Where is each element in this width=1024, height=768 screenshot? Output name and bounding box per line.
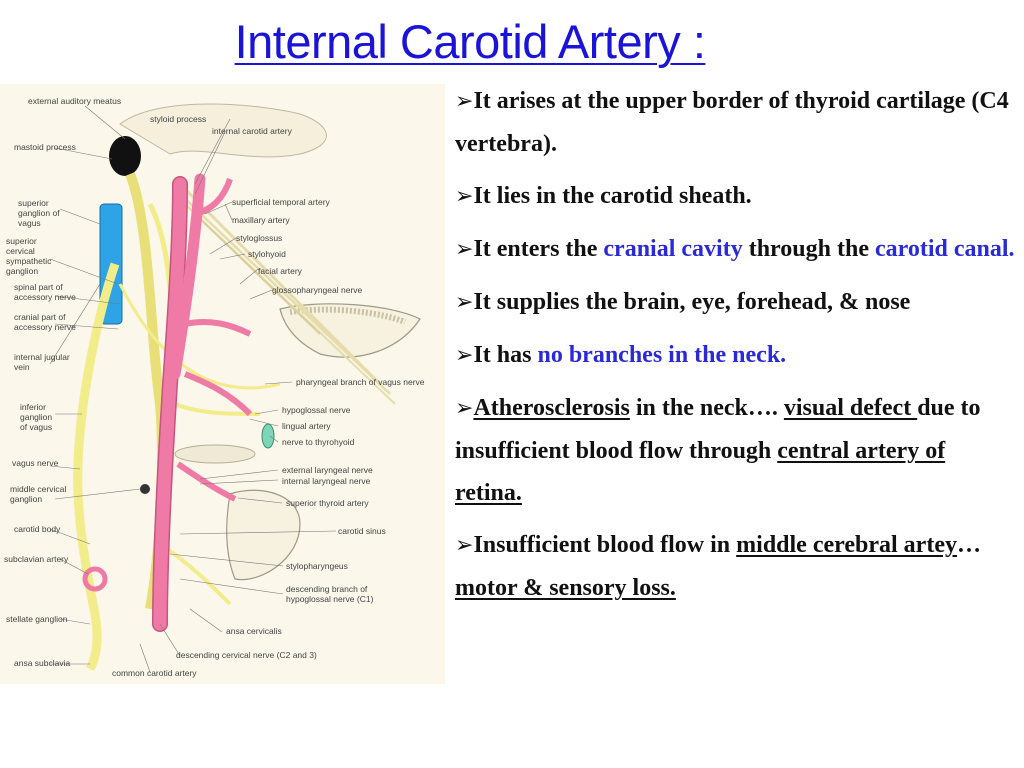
anatomy-illustration: external auditory meatus styloid process… bbox=[4, 96, 425, 678]
bullet-text: It lies in the carotid sheath. bbox=[473, 183, 752, 209]
middle-cervical-ganglion-shape bbox=[140, 484, 150, 494]
label-internal-jugular-1: internal jugular bbox=[14, 352, 70, 362]
label-external-laryngeal: external laryngeal nerve bbox=[282, 465, 373, 475]
label-hypoglossal-nerve: hypoglossal nerve bbox=[282, 405, 351, 415]
label-inferior-ganglion-3: of vagus bbox=[20, 422, 52, 432]
label-descending-hypoglossal-2: hypoglossal nerve (C1) bbox=[286, 594, 374, 604]
highlight-no-branches: no branches in the neck. bbox=[537, 342, 787, 368]
bullet-text: … bbox=[956, 532, 981, 558]
label-glossopharyngeal-nerve: glossopharyngeal nerve bbox=[272, 285, 363, 295]
label-superior-ganglion-3: vagus bbox=[18, 218, 41, 228]
label-descending-cervical: descending cervical nerve (C2 and 3) bbox=[176, 650, 317, 660]
label-facial-artery: facial artery bbox=[258, 266, 303, 276]
label-spinal-accessory-1: spinal part of bbox=[14, 282, 63, 292]
bullet-text: It arises at the upper border of thyroid… bbox=[455, 88, 1009, 157]
label-superior-cervical-1: superior bbox=[6, 236, 37, 246]
vagus-nerve-shape bbox=[73, 262, 120, 672]
label-superior-cervical-4: ganglion bbox=[6, 266, 38, 276]
label-middle-cervical-1: middle cervical bbox=[10, 484, 66, 494]
common-carotid-artery-shape bbox=[153, 177, 187, 631]
internal-carotid-artery-shape bbox=[169, 173, 206, 380]
label-internal-jugular-2: vein bbox=[14, 362, 30, 372]
term-middle-cerebral-artery: middle cerebral artey bbox=[736, 532, 957, 558]
label-descending-hypoglossal-1: descending branch of bbox=[286, 584, 368, 594]
label-spinal-accessory-2: accessory nerve bbox=[14, 292, 76, 302]
label-superior-ganglion-2: ganglion of bbox=[18, 208, 60, 218]
label-stylopharyngeus: stylopharyngeus bbox=[286, 561, 348, 571]
bullet-carotid-sheath: ➢It lies in the carotid sheath. bbox=[455, 175, 1015, 218]
label-superior-ganglion-1: superior bbox=[18, 198, 49, 208]
label-superficial-temporal-artery: superficial temporal artery bbox=[232, 197, 331, 207]
label-carotid-body: carotid body bbox=[14, 524, 61, 534]
label-stylohyoid: stylohyoid bbox=[248, 249, 286, 259]
label-ansa-subclavia: ansa subclavia bbox=[14, 658, 71, 668]
label-subclavian-artery: subclavian artery bbox=[4, 554, 69, 564]
lingual-artery-shape bbox=[183, 371, 253, 417]
skull-base-shape bbox=[119, 103, 327, 158]
label-nerve-to-thyrohyoid: nerve to thyrohyoid bbox=[282, 437, 355, 447]
label-cranial-accessory-1: cranial part of bbox=[14, 312, 66, 322]
arrow-bullet-icon: ➢ bbox=[455, 184, 474, 209]
arrow-bullet-icon: ➢ bbox=[455, 237, 474, 262]
label-vagus-nerve: vagus nerve bbox=[12, 458, 59, 468]
term-visual-defect: visual defect bbox=[783, 395, 918, 421]
bullet-atherosclerosis: ➢Atherosclerosis in the neck…. visual de… bbox=[455, 387, 1015, 514]
thyroid-cartilage-shape bbox=[226, 489, 301, 581]
arrow-bullet-icon: ➢ bbox=[455, 533, 474, 558]
carotid-anatomy-diagram: external auditory meatus styloid process… bbox=[0, 84, 445, 684]
label-pharyngeal-branch: pharyngeal branch of vagus nerve bbox=[296, 377, 425, 387]
bullet-supply: ➢It supplies the brain, eye, forehead, &… bbox=[455, 281, 1015, 324]
label-mastoid-process: mastoid process bbox=[14, 142, 76, 152]
label-internal-carotid-artery: internal carotid artery bbox=[212, 126, 293, 136]
bullet-cranial-entry: ➢It enters the cranial cavity through th… bbox=[455, 228, 1015, 271]
hypoglossal-nerve-shape bbox=[174, 402, 261, 416]
label-lingual-artery: lingual artery bbox=[282, 421, 331, 431]
label-superior-thyroid: superior thyroid artery bbox=[286, 498, 369, 508]
label-common-carotid: common carotid artery bbox=[112, 668, 197, 678]
bullet-text: It supplies the brain, eye, forehead, & … bbox=[473, 289, 911, 315]
term-atherosclerosis: Atherosclerosis bbox=[473, 395, 630, 421]
label-superior-cervical-3: sympathetic bbox=[6, 256, 52, 266]
auditory-meatus-shape bbox=[109, 136, 141, 176]
label-ansa-cervicalis: ansa cervicalis bbox=[226, 626, 282, 636]
label-middle-cervical-2: ganglion bbox=[10, 494, 42, 504]
highlight-cranial-cavity: cranial cavity bbox=[603, 236, 743, 262]
label-inferior-ganglion-2: ganglion bbox=[20, 412, 52, 422]
arrow-bullet-icon: ➢ bbox=[455, 396, 474, 421]
bullet-text: due to insufficient blood flow through bbox=[455, 395, 981, 464]
bullet-text: Insufficient blood flow in bbox=[473, 532, 737, 558]
maxillary-artery-shape bbox=[194, 177, 233, 217]
arrow-bullet-icon: ➢ bbox=[455, 89, 474, 114]
highlight-carotid-canal: carotid canal. bbox=[874, 236, 1015, 262]
superior-thyroid-artery-shape bbox=[176, 461, 237, 502]
bullet-origin: ➢It arises at the upper border of thyroi… bbox=[455, 80, 1015, 165]
label-external-auditory-meatus: external auditory meatus bbox=[28, 96, 121, 106]
label-carotid-sinus: carotid sinus bbox=[338, 526, 386, 536]
bullet-text: It has bbox=[473, 342, 538, 368]
label-internal-laryngeal: internal laryngeal nerve bbox=[282, 476, 371, 486]
label-cranial-accessory-2: accessory nerve bbox=[14, 322, 76, 332]
hypoglossal-branch-shape bbox=[261, 423, 275, 449]
label-styloid-process: styloid process bbox=[150, 114, 206, 124]
label-superior-cervical-2: cervical bbox=[6, 246, 35, 256]
ansa-cervicalis-shape bbox=[158, 542, 232, 606]
term-motor-sensory-loss: motor & sensory loss. bbox=[455, 575, 676, 601]
bullet-text: through the bbox=[742, 236, 875, 262]
facial-artery-shape bbox=[184, 319, 252, 337]
arrow-bullet-icon: ➢ bbox=[455, 343, 474, 368]
label-maxillary-artery: maxillary artery bbox=[232, 215, 290, 225]
label-styloglossus: styloglossus bbox=[236, 233, 282, 243]
arrow-bullet-icon: ➢ bbox=[455, 290, 474, 315]
term-central-artery-retina: central artery of retina. bbox=[455, 438, 946, 506]
bullet-no-branches: ➢It has no branches in the neck. bbox=[455, 334, 1015, 377]
bullet-text: It enters the bbox=[473, 236, 604, 262]
label-stellate-ganglion: stellate ganglion bbox=[6, 614, 68, 624]
bullet-list: ➢It arises at the upper border of thyroi… bbox=[455, 80, 1015, 619]
subclavian-artery-shape bbox=[82, 566, 108, 592]
bullet-text: in the neck…. bbox=[629, 395, 784, 421]
hyoid-shape bbox=[174, 444, 256, 464]
slide-title: Internal Carotid Artery : bbox=[234, 15, 706, 68]
bullet-insufficient-flow: ➢Insufficient blood flow in middle cereb… bbox=[455, 524, 1015, 609]
label-inferior-ganglion-1: inferior bbox=[20, 402, 46, 412]
